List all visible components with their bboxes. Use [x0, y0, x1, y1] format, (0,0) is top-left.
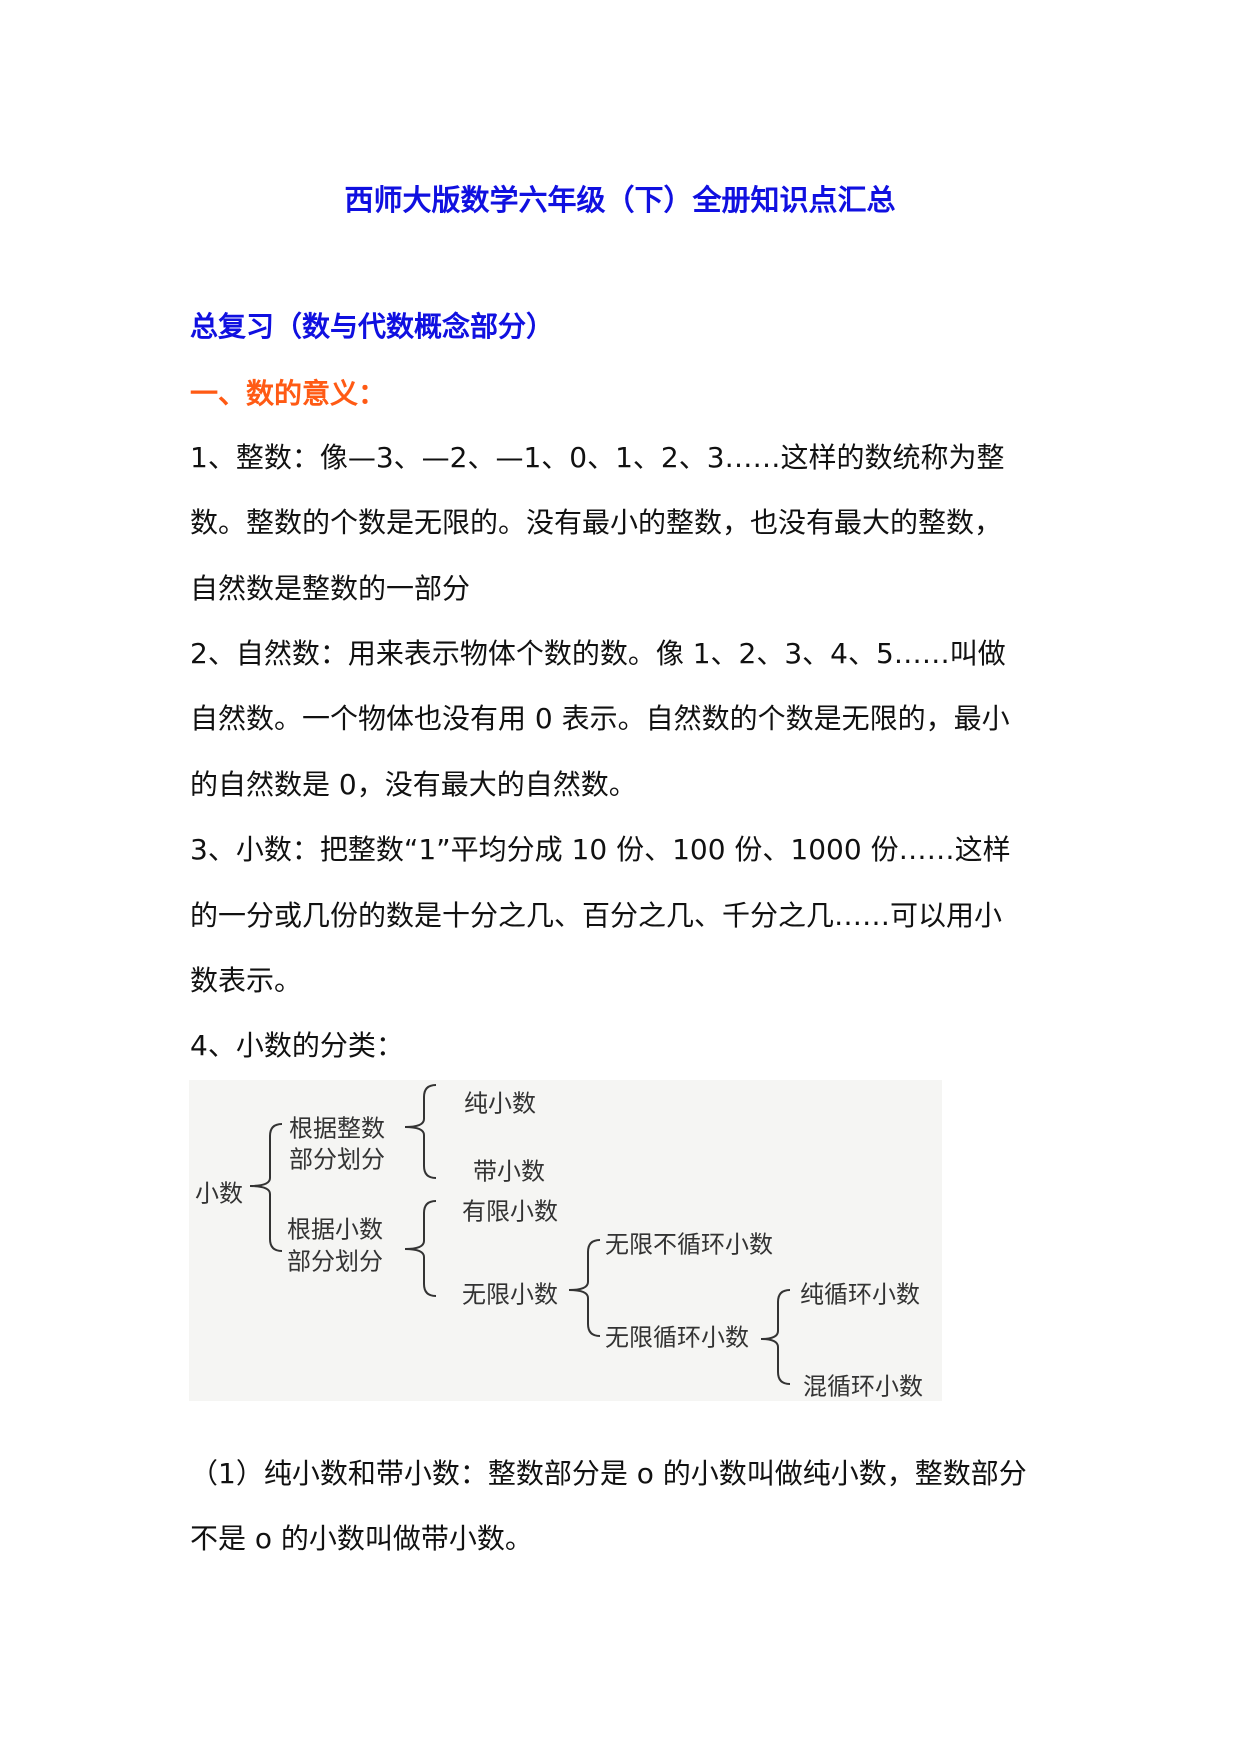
node-mixed-repeating: 混循环小数 — [803, 1373, 923, 1401]
brace — [568, 1239, 601, 1337]
node-root: 小数 — [195, 1180, 243, 1208]
brace — [404, 1200, 437, 1297]
brace — [249, 1123, 283, 1252]
text-line: （1）纯小数和带小数：整数部分是 o 的小数叫做纯小数，整数部分 — [190, 1457, 1027, 1490]
node-finite: 有限小数 — [462, 1198, 558, 1226]
text-line: 的一分或几份的数是十分之几、百分之几、千分之几……可以用小 — [190, 899, 1003, 932]
text-line: 2、自然数：用来表示物体个数的数。像 1、2、3、4、5……叫做 — [190, 637, 1006, 670]
text-line: 数表示。 — [190, 964, 303, 997]
document-title: 西师大版数学六年级（下）全册知识点汇总 — [344, 183, 896, 217]
text-line: 自然数是整数的一部分 — [190, 572, 471, 605]
brace — [760, 1289, 791, 1385]
node-infinite: 无限小数 — [462, 1281, 558, 1309]
node-by-integer-2: 部分划分 — [289, 1146, 385, 1174]
text-line: 不是 o 的小数叫做带小数。 — [190, 1522, 533, 1555]
node-repeating: 无限循环小数 — [605, 1324, 749, 1352]
text-line: 自然数。一个物体也没有用 0 表示。自然数的个数是无限的，最小 — [190, 702, 1010, 735]
text-line: 1、整数：像—3、—2、—1、0、1、2、3……这样的数统称为整 — [190, 441, 1005, 474]
decimal-classification-diagram: 小数 根据整数 部分划分 纯小数 带小数 有限小数 根据小数 部分划分 无限小数… — [189, 1080, 942, 1401]
node-non-repeating: 无限不循环小数 — [605, 1231, 773, 1259]
node-by-decimal: 根据小数 — [287, 1216, 383, 1244]
subsection-heading: 一、数的意义： — [190, 377, 387, 410]
text-line: 的自然数是 0，没有最大的自然数。 — [190, 768, 637, 801]
braces — [249, 1084, 791, 1385]
node-by-integer: 根据整数 — [289, 1115, 385, 1143]
section-heading: 总复习（数与代数概念部分） — [190, 310, 555, 343]
text-line: 3、小数：把整数“1”平均分成 10 份、100 份、1000 份……这样 — [190, 833, 1011, 866]
brace — [404, 1084, 437, 1179]
text-line: 数。整数的个数是无限的。没有最小的整数，也没有最大的整数， — [190, 506, 1003, 539]
text-line: 4、小数的分类： — [190, 1029, 404, 1062]
node-mixed: 带小数 — [473, 1158, 545, 1186]
node-pure: 纯小数 — [464, 1090, 536, 1118]
node-by-decimal-2: 部分划分 — [287, 1248, 383, 1276]
node-pure-repeating: 纯循环小数 — [800, 1281, 920, 1309]
